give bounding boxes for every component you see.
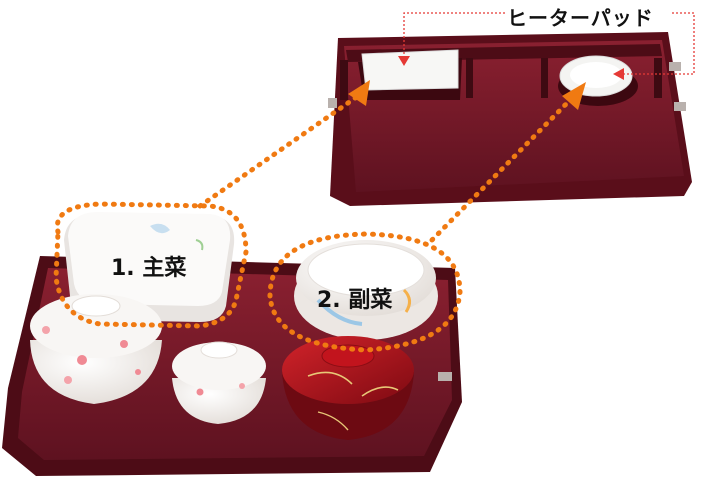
tray-divider [466, 58, 473, 98]
tray-clip [438, 372, 452, 381]
dotted-link-side [429, 95, 575, 243]
main-dish-pattern [150, 223, 170, 234]
soup-bowl-pattern [317, 411, 349, 431]
flower-motif [77, 355, 87, 365]
tray-divider [541, 58, 548, 98]
small-bowl-knob [200, 341, 238, 359]
rice-bowl-knob [71, 295, 121, 317]
main-dish-label: 1. 主菜 [111, 256, 187, 281]
flower-motif [42, 326, 50, 334]
heater-callout [403, 12, 695, 75]
rice-bowl [30, 294, 162, 404]
small-bowl [172, 341, 266, 424]
main-dish-top [68, 212, 231, 306]
flower-motif [64, 376, 72, 384]
side-dish [294, 240, 438, 340]
soup-bowl [282, 336, 414, 440]
heater-pad-round-inner [570, 62, 622, 88]
callout-line-right [624, 12, 695, 75]
flower-motif [196, 388, 204, 396]
main-dish-pattern [195, 239, 204, 251]
tray-divider [340, 60, 348, 100]
heater-pad-label: ヒーターパッド [507, 6, 654, 30]
main-dish [64, 212, 235, 322]
flower-motif [135, 369, 141, 375]
side-dish-pattern [402, 288, 411, 313]
rice-bowl-body [30, 340, 162, 404]
dotted-link-main [197, 93, 361, 209]
tray-clip [328, 98, 337, 108]
soup-bowl-pattern [361, 386, 399, 397]
small-bowl-body [172, 378, 266, 424]
highlight-paths [53, 93, 575, 353]
heater-tray [328, 32, 692, 206]
heater-pad-rect [361, 49, 459, 91]
side-dish-lid-rim [307, 243, 425, 297]
rice-bowl-lid [30, 294, 162, 358]
highlight-side-dish [267, 231, 463, 353]
callout-line-left [403, 12, 505, 58]
tray-clip [674, 102, 686, 111]
tray-divider [654, 58, 662, 98]
link-arrowhead-main [348, 80, 370, 106]
callout-arrowhead-left [398, 56, 410, 66]
soup-bowl-knob [321, 344, 375, 368]
soup-bowl-pattern [307, 371, 353, 385]
tray-clip [669, 62, 681, 71]
link-arrowhead-side [562, 82, 586, 110]
small-bowl-lid [172, 342, 266, 390]
flower-motif [120, 340, 128, 348]
highlight-main-dish [53, 201, 249, 329]
side-dish-pattern [316, 298, 363, 326]
side-dish-label: 2. 副菜 [317, 288, 393, 313]
callout-arrowhead-right [613, 68, 624, 80]
flower-motif [239, 383, 245, 389]
